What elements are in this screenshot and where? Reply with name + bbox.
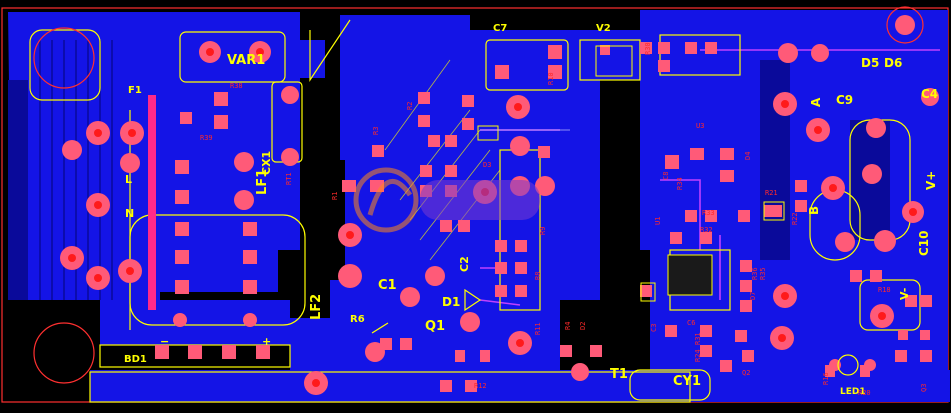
label-minus: − [160,335,169,348]
label-d1: D1 [442,295,460,309]
label-a: A [809,97,823,107]
ref-r35: R35 [759,267,767,280]
ref-r2: R2 [406,102,414,110]
ref-r32: R32 [700,226,713,234]
ref-r1: R1 [331,192,339,200]
ref-r3: R3 [372,127,380,135]
ref-r8: R8 [534,272,542,280]
ref-r24: R24 [694,349,702,362]
copper-pour-bottom [90,370,950,402]
label-cx1: CX1 [260,151,273,175]
label-t1: T1 [610,367,628,382]
ref-r36: R36 [751,267,759,280]
ref-r20: R20 [858,389,871,397]
label-r6: R6 [350,314,365,325]
copper-pour-ac-input [8,12,325,300]
watermark-logo [353,167,540,233]
ref-r9: R9 [539,227,547,235]
mounting-hole-bottom-left [33,322,95,384]
label-c2: C2 [458,256,471,272]
ref-r30: R30 [644,42,652,55]
label-plus: + [262,335,271,348]
ref-r34: R34 [676,177,684,190]
ref-r21: R21 [765,189,778,197]
ref-c3: C3 [650,324,658,332]
ref-c6: C6 [687,319,695,327]
label-vplus: V+ [924,171,938,190]
ref-d2: D2 [579,322,587,330]
copper-pour-bridge [100,300,290,345]
label-c1: C1 [378,278,397,293]
label-lf2: LF2 [309,294,324,320]
through-hole-pads [60,15,939,395]
copper-pour-secondary [640,10,948,402]
ref-r12: R12 [474,382,487,390]
ref-r16: R16 [822,372,830,385]
ref-u3: U3 [696,122,704,130]
ref-r10: R10 [547,72,555,85]
silkscreen-labels: VAR1 LF1 LF2 CX1 C1 C2 C4 C7 C9 C10 D1 D… [124,23,938,397]
ref-d3: D3 [483,161,491,169]
ref-u1: U1 [654,217,662,225]
label-l: L [125,173,132,186]
ref-c8: C8 [662,172,670,180]
label-bd1: BD1 [124,354,147,365]
label-d5: D5 [861,56,879,70]
label-c10: C10 [917,230,931,256]
diode-symbols [371,288,859,376]
mounting-hole-top-left [33,27,95,89]
ic-bodies [477,45,785,302]
label-f1: F1 [128,85,142,96]
ref-q2: Q2 [742,369,750,377]
label-d6: D6 [884,56,902,70]
label-led1: LED1 [840,387,866,397]
ref-r31: R31 [694,332,702,345]
ref-r33: R33 [702,209,715,217]
label-v2: V2 [596,23,611,34]
ref-r38: R38 [230,82,243,90]
copper-gap-l-n [8,80,28,300]
label-n: N [125,207,134,220]
label-cy1: CY1 [673,374,701,389]
ref-rt1: RT1 [285,172,293,185]
ref-d4: D4 [744,152,752,160]
label-b: B [807,206,821,215]
label-c4: C4 [921,87,938,101]
label-vminus: V- [898,288,911,300]
fuse-f1-body [148,95,156,310]
ref-r22: R22 [791,212,799,225]
ref-r18: R18 [878,286,891,294]
label-var1: VAR1 [227,53,265,68]
ref-r4: R4 [564,322,572,330]
label-lf1: LF1 [255,169,270,195]
mounting-hole-right [886,6,924,44]
ref-q3: Q3 [920,384,928,392]
ref-r39: R39 [200,134,213,142]
label-c9: C9 [836,93,853,107]
ref-d7: D7 [749,292,757,300]
ref-r11: R11 [534,322,542,335]
label-q1: Q1 [425,319,445,334]
label-c7: C7 [493,23,507,34]
copper-gap-secondary [760,60,790,260]
component-designators: R38 R39 RT1 R1 R3 R2 D3 R9 R8 R10 R11 R1… [200,42,928,397]
